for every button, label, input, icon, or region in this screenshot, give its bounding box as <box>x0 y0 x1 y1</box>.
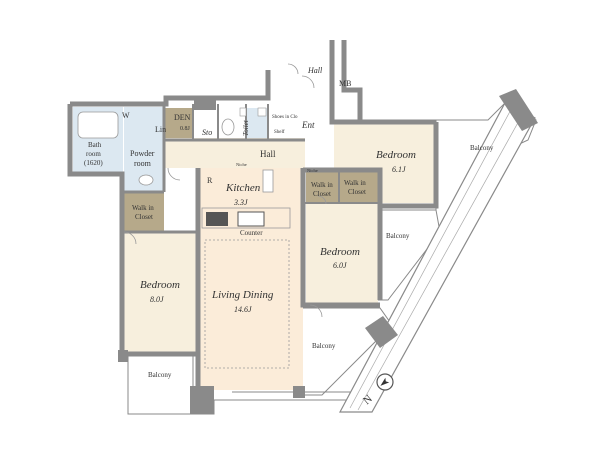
storage-rooms <box>124 108 378 232</box>
den-size-label: 0.8J <box>180 126 191 132</box>
room-labels: Hall MB W DEN 0.8J Lin Sto Toilet Shoes … <box>84 66 494 379</box>
sto-label: Sto <box>202 128 212 137</box>
toilet-label: Toilet <box>242 119 250 136</box>
den-label: DEN <box>174 113 191 122</box>
bedroom-west-area <box>124 232 198 354</box>
living-label: Living Dining <box>211 289 274 301</box>
walkin-3-label-2: Closet <box>348 188 366 196</box>
diagonal-railing <box>338 89 538 413</box>
den-storage <box>165 108 193 138</box>
bedroom-w-label: Bedroom <box>140 279 180 291</box>
walkin-3-label-1: Walk in <box>344 179 366 187</box>
shelf-label: Shelf <box>274 130 285 135</box>
sink <box>237 211 265 227</box>
stove <box>206 212 228 226</box>
mb-label: MB <box>339 79 351 88</box>
walkin-closet-3 <box>339 172 378 203</box>
toilet-bowl <box>221 118 235 136</box>
niche-label-2: Niche <box>307 168 318 173</box>
bedroom-mid-size: 6.0J <box>333 261 347 270</box>
counter-outline <box>201 207 291 229</box>
ent-label: Ent <box>301 120 315 130</box>
bedroom-w-size: 8.0J <box>150 295 164 304</box>
bedroom-mid-area <box>306 203 378 307</box>
balcony-e-label: Balcony <box>386 232 410 240</box>
walls <box>67 40 439 414</box>
balcony-ne-label: Balcony <box>470 144 494 152</box>
counter-label: Counter <box>240 229 263 237</box>
hall-top-label: Hall <box>307 66 323 75</box>
basin <box>138 174 154 186</box>
bathtub <box>77 111 119 139</box>
bedroom-ne-label: Bedroom <box>376 149 416 161</box>
rug-outline <box>204 239 290 369</box>
walkin-2-label-2: Closet <box>313 190 331 198</box>
walkin-closet-1 <box>124 192 164 232</box>
lin-label: Lin <box>155 125 166 134</box>
fixtures <box>77 63 327 369</box>
walkin-1-label-1: Walk in <box>132 204 154 212</box>
room-fills <box>73 70 436 390</box>
bedroom-ne-size: 6.1J <box>392 165 406 174</box>
w-label: W <box>122 111 130 120</box>
walkin-1-label-2: Closet <box>135 213 153 221</box>
powder-label-2: room <box>134 159 152 168</box>
shoes-label: Shoes in Clo <box>272 115 298 120</box>
living-size: 14.6J <box>234 305 252 314</box>
fridge <box>262 169 274 193</box>
walkin-2-label-1: Walk in <box>311 181 333 189</box>
bedroom-mid-label: Bedroom <box>320 246 360 258</box>
r-label: R <box>207 176 213 185</box>
kitchen-area <box>198 168 303 238</box>
hall-area <box>165 138 305 168</box>
powder-label-1: Powder <box>130 149 155 158</box>
kitchen-label: Kitchen <box>225 182 261 194</box>
entrance-hall-area <box>268 70 330 138</box>
niche-label-1: Niche <box>236 162 247 167</box>
balcony-sw-label: Balcony <box>148 371 172 379</box>
hall-mid-label: Hall <box>260 149 276 159</box>
balcony-sw-area <box>127 355 194 415</box>
bath-label-1: Bath <box>88 141 102 149</box>
kitchen-size: 3.3J <box>233 198 248 207</box>
bath-label-3: (1620) <box>84 159 103 167</box>
balcony-s-label: Balcony <box>312 342 336 350</box>
bath-label-2: room <box>86 150 101 158</box>
